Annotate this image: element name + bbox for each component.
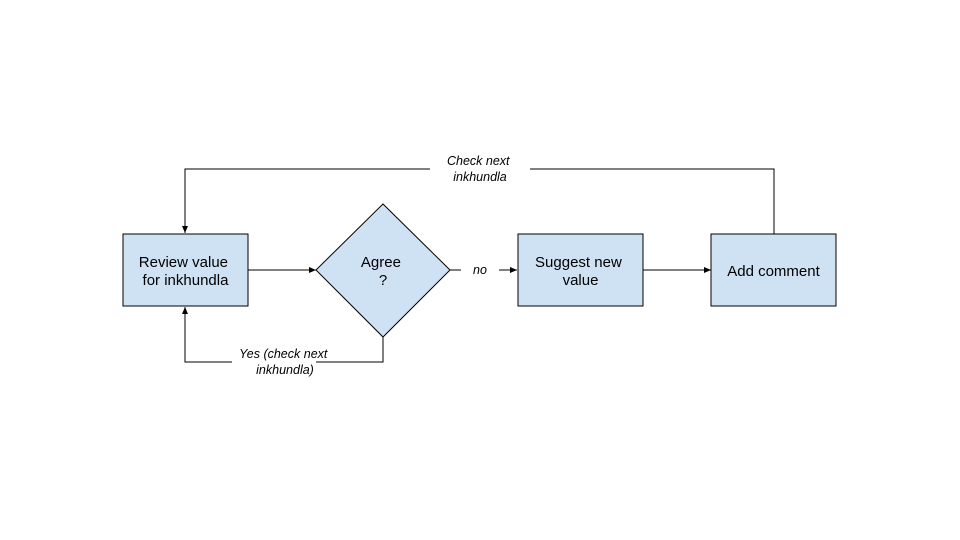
node-review-label: Review value for inkhundla — [139, 254, 232, 289]
node-agree: Agree ? — [315, 203, 451, 338]
node-suggest-shape — [517, 233, 644, 307]
edge-label-check-next: Check next inkhundla — [447, 154, 513, 184]
node-comment-label: Add comment — [727, 263, 820, 280]
edge-agree-to-review — [185, 307, 384, 363]
node-review-shape — [122, 233, 249, 307]
node-comment: Add comment — [710, 233, 837, 307]
node-suggest-label: Suggest new value — [535, 254, 626, 289]
node-comment-shape — [710, 233, 837, 307]
node-review: Review value for inkhundla — [122, 233, 249, 307]
node-suggest: Suggest new value — [517, 233, 644, 307]
edge-labels: no Check next inkhundla Yes (check next … — [239, 154, 513, 377]
edge-comment-to-review — [185, 168, 775, 234]
node-agree-shape — [315, 203, 451, 338]
node-agree-label: Agree ? — [361, 254, 405, 289]
edge-label-no: no — [473, 263, 487, 277]
edge-label-yes: Yes (check next inkhundla) — [239, 347, 331, 377]
edges — [185, 168, 775, 363]
